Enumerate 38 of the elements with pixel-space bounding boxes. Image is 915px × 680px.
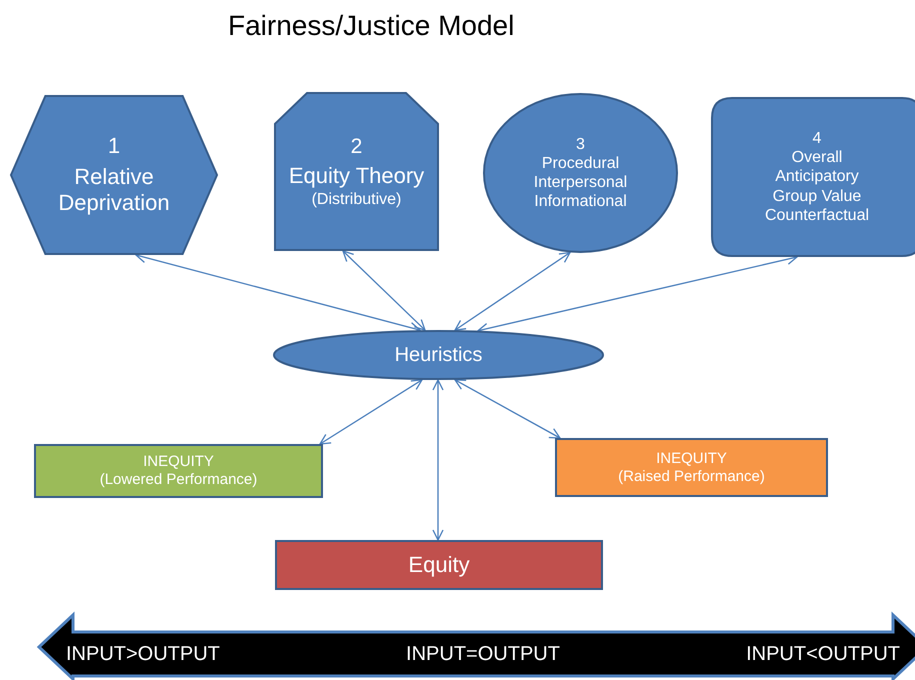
node-label: Heuristics [394,343,482,367]
node-label: Overall [792,148,842,168]
node-label: Relative Deprivation [57,164,171,217]
node-label: Informational [534,192,627,212]
snipped-corner-box [274,92,439,251]
double-arrow-band [38,614,915,680]
node-label: Group Value [772,186,862,206]
node-label: Anticipatory [775,167,859,187]
number-label: 3 [576,134,585,154]
rounded-box [711,97,915,257]
scale-label: INPUT>OUTPUT [66,642,220,666]
number-label: 1 [108,133,120,160]
double-arrow [454,252,571,331]
number-label: 4 [812,129,822,148]
process-box [34,444,323,498]
double-arrow [454,379,561,439]
node-label: (Raised Performance) [618,468,765,486]
node-label: Interpersonal [534,173,628,192]
hexagon-shape [10,95,218,255]
node-label: Equity [408,552,470,578]
process-box [555,438,828,497]
node-label: Equity Theory [288,163,424,190]
number-label: 2 [350,134,362,160]
node-label: Counterfactual [764,206,870,225]
node-label: INEQUITY [656,450,727,468]
node-label: INEQUITY [143,453,214,471]
double-arrow [319,379,423,445]
scale-label: INPUT<OUTPUT [746,642,900,666]
node-label: (Lowered Performance) [100,471,258,489]
double-arrow [342,250,426,331]
title: Fairness/Justice Model [228,10,514,42]
ellipse-shape [273,330,604,380]
ellipse-shape [483,93,678,253]
double-arrow [432,379,444,541]
scale-label: INPUT=OUTPUT [406,642,560,666]
node-label: Procedural [542,154,620,173]
node-label: (Distributive) [312,190,402,209]
process-box [275,540,603,590]
